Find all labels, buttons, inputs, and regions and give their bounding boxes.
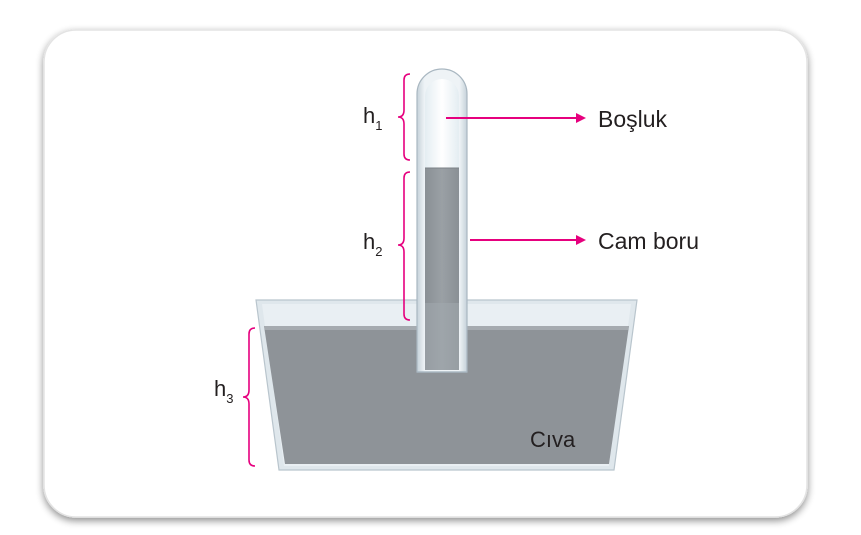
vacuum-region — [425, 79, 459, 168]
bracket-h2 — [397, 171, 411, 321]
label-mercury: Cıva — [530, 427, 576, 452]
bracket-h3 — [242, 327, 256, 467]
label-glass-tube: Cam boru — [598, 228, 699, 254]
label-h3: h3 — [214, 376, 233, 406]
label-h2: h2 — [363, 229, 382, 259]
mercury-pool — [264, 326, 629, 464]
bracket-h1 — [397, 73, 411, 161]
glass-tube — [416, 68, 468, 373]
basin — [255, 299, 638, 471]
label-h1: h1 — [363, 103, 382, 133]
label-vacuum: Boşluk — [598, 106, 668, 132]
